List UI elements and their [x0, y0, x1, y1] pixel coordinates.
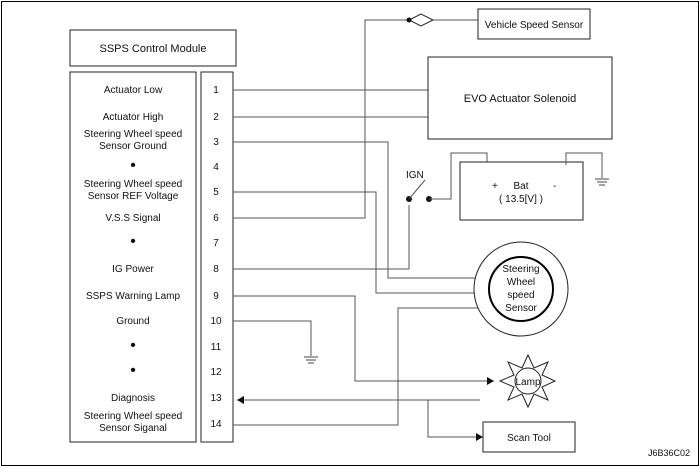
arrow-lamp [487, 377, 494, 385]
pin-number-6: 6 [213, 213, 219, 224]
wire-scan-tool [427, 400, 483, 438]
ground-icon [304, 356, 318, 364]
pin-number-column [200, 71, 234, 443]
battery-plus: + [492, 181, 498, 192]
pin-number-8: 8 [213, 264, 219, 275]
wire-pin14 [233, 307, 482, 426]
evo-solenoid-label: EVO Actuator Solenoid [464, 93, 577, 105]
pin-number-12: 12 [210, 367, 222, 378]
pin-number-3: 3 [213, 137, 219, 148]
scan-tool-label: Scan Tool [507, 433, 551, 444]
vehicle-speed-sensor-box [477, 8, 591, 40]
pin-label-12: • [130, 362, 136, 379]
lamp-label: Lamp [515, 377, 540, 388]
sws-line-3: speed [507, 290, 534, 301]
pin-label-4: • [130, 157, 136, 174]
pin-label-10: Ground [116, 316, 149, 327]
pin-label-11: • [130, 337, 136, 354]
wire-pin10 [233, 320, 312, 356]
pin-number-14: 14 [210, 419, 222, 430]
pin-label-3-line-1: Steering Wheel speed [84, 129, 182, 140]
pin-label-14-line-1: Steering Wheel speed [84, 411, 182, 422]
wire-battery-ground [565, 152, 603, 178]
arrow-pin13 [237, 396, 244, 404]
battery-label: Bat [513, 181, 528, 192]
figure-code: J6B36C02 [648, 448, 690, 458]
pin-label-2: Actuator High [103, 112, 164, 123]
pin-label-5-line-2: Sensor REF Voltage [88, 191, 179, 202]
wire-pin3 [233, 141, 482, 279]
arrow-scan-tool [476, 433, 483, 441]
vehicle-speed-sensor-label: Vehicle Speed Sensor [485, 20, 584, 31]
pin-label-7: • [130, 233, 136, 250]
vss-junction-dot [406, 17, 412, 23]
lamp-icon [498, 353, 557, 409]
pin-label-13: Diagnosis [111, 393, 155, 404]
pin-number-1: 1 [213, 85, 219, 96]
pin-number-2: 2 [213, 112, 219, 123]
sws-line-1: Steering [502, 264, 539, 275]
module-title-box [69, 29, 237, 67]
pin-label-1: Actuator Low [104, 85, 163, 96]
pin-label-column [69, 71, 197, 443]
pin-number-13: 13 [210, 393, 222, 404]
wire-pin8 [233, 205, 410, 270]
pin-number-5: 5 [213, 187, 219, 198]
sws-inner-ring [488, 256, 554, 322]
module-title: SSPS Control Module [100, 43, 207, 55]
wire-pin9 [233, 295, 494, 382]
sws-line-2: Wheel [507, 277, 535, 288]
battery-minus: - [553, 181, 556, 192]
pin-number-10: 10 [210, 316, 222, 327]
battery-box [459, 161, 584, 221]
battery-voltage: ( 13.5[V] ) [499, 194, 543, 205]
wire-ign-battery [429, 152, 488, 200]
pin-label-14-line-2: Sensor Siganal [99, 423, 167, 434]
pin-label-5-line-1: Steering Wheel speed [84, 179, 182, 190]
wire-pin5 [233, 191, 476, 294]
pin-number-9: 9 [213, 291, 219, 302]
pin-label-6: V.S.S Signal [105, 213, 160, 224]
pin-label-9: SSPS Warning Lamp [86, 291, 181, 302]
sws-line-4: Sensor [505, 303, 537, 314]
pin-number-11: 11 [211, 342, 222, 353]
ign-label: IGN [406, 170, 424, 181]
battery-ground-icon [595, 178, 609, 186]
wire-pin6 [233, 19, 409, 219]
pin-number-4: 4 [213, 162, 219, 173]
evo-solenoid-box [427, 56, 613, 140]
vss-connector-icon [407, 13, 435, 27]
pin-number-7: 7 [213, 238, 219, 249]
pin-label-3-line-2: Sensor Ground [99, 141, 167, 152]
ign-switch-blade [408, 179, 426, 200]
pin-label-8: IG Power [112, 264, 154, 275]
